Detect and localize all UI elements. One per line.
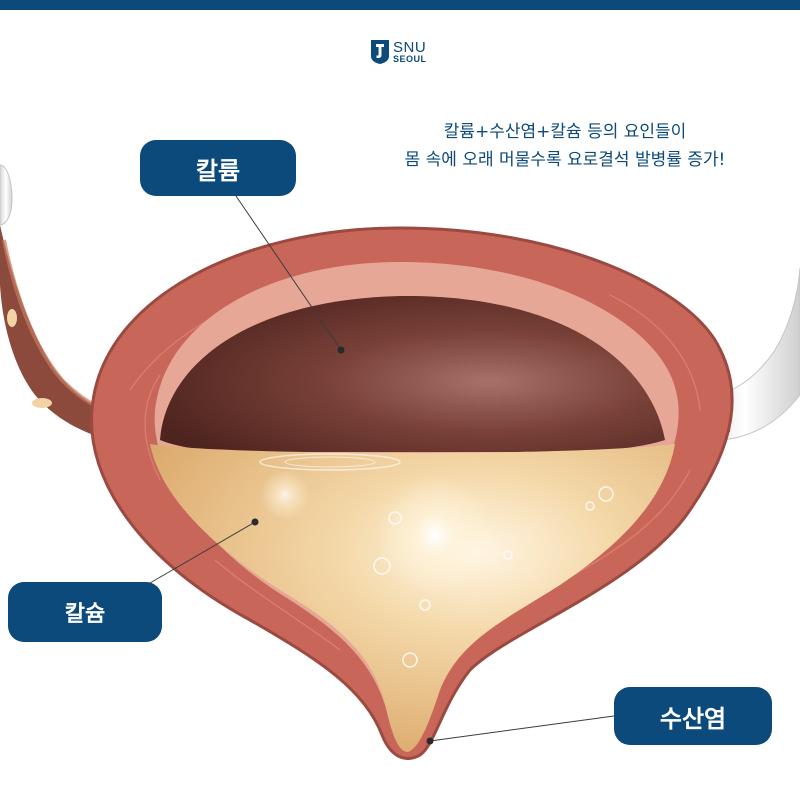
label-uric: 수산염 <box>614 687 772 745</box>
label-calcium: 칼슘 <box>8 582 162 642</box>
light-flare <box>375 475 495 595</box>
uric-dot <box>426 737 434 745</box>
logo-line1: SNU <box>393 39 427 56</box>
shield-icon <box>371 40 389 64</box>
headline-line2: 몸 속에 오래 머물수록 요로결석 발병률 증가! <box>404 150 726 170</box>
headline-line1: 칼륨+수산염+칼슘 등의 요인들이 <box>443 122 687 142</box>
leader-lines <box>149 195 615 742</box>
top-bar <box>0 0 800 10</box>
light-flare-small <box>260 470 310 520</box>
headline: 칼륨+수산염+칼슘 등의 요인들이 몸 속에 오래 머물수록 요로결석 발병률 … <box>340 118 790 174</box>
snu-seoul-logo: SNU SEOUL <box>370 36 427 68</box>
logo-line2: SEOUL <box>393 54 427 64</box>
potassium-dot <box>337 346 345 354</box>
calcium-dot <box>251 518 259 526</box>
label-potassium: 칼륨 <box>140 140 296 196</box>
upper-cavity <box>160 295 665 452</box>
urine-pool <box>150 444 675 752</box>
bubbles <box>373 486 614 668</box>
surface-ripples <box>259 453 401 471</box>
